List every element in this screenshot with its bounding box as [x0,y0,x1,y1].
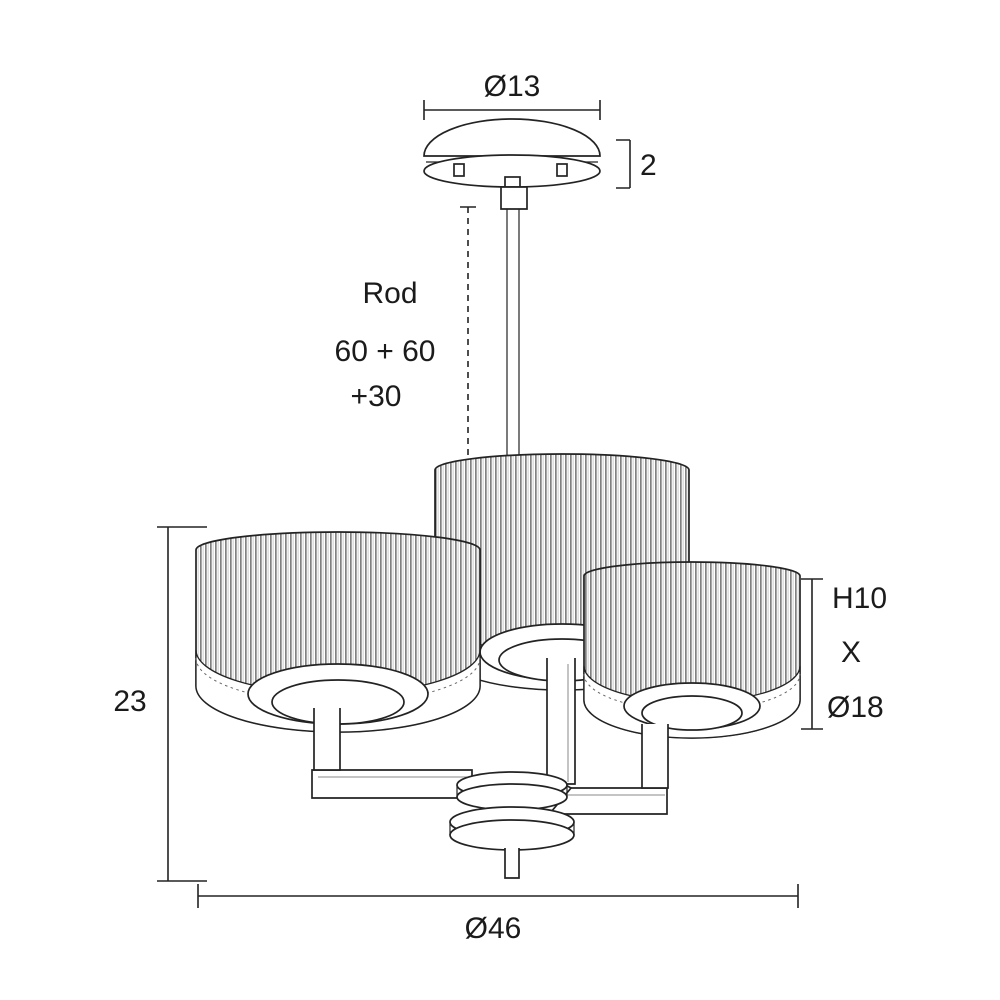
hub-bottom-disc-sides [449,822,575,835]
right-arm-post [641,724,669,789]
rear-post [546,658,576,785]
right-arm [551,724,669,815]
right-shade-diffuser-inner [641,695,743,731]
hub-bottom-disc-lower [449,819,575,851]
rod-length-dimension: Rod 60 + 60 +30 [335,206,476,468]
hanging-rod [500,186,528,472]
ceiling-canopy [423,118,601,188]
diameter-dim-line [197,884,799,908]
hub-top-disc-sides [456,785,568,797]
right-arm-bar [551,787,668,815]
overall-diameter-dimension: Ø46 [197,884,799,945]
canopy-screw-left [453,163,465,177]
rod-label: Rod [362,277,417,310]
dim-line [423,100,601,120]
shade-dim-bracket [801,578,823,730]
central-hub [449,771,575,879]
canopy-diameter-dimension: Ø13 [423,70,601,120]
hub-top-disc-lower [456,783,568,811]
rod-collar [500,186,528,210]
canopy-diameter-label: Ø13 [484,70,541,103]
dim-bracket [616,139,631,189]
left-shade [195,531,481,733]
hub-finial-pin [504,848,520,879]
height-dim-line [157,526,207,882]
rod-length-line2: +30 [351,380,402,413]
shade-times-label: X [841,636,861,669]
fixture-height-label: 23 [113,685,146,718]
canopy-dome [423,118,601,157]
shade-diameter-label: Ø18 [827,691,884,724]
canopy-screw-right [556,163,568,177]
right-shade [583,561,801,739]
rod-shaft [506,209,520,472]
fixture-height-dimension: 23 [113,526,207,882]
left-arm [311,708,473,799]
rod-length-line1: 60 + 60 [335,335,436,368]
canopy-height-dimension: 2 [616,139,657,189]
left-arm-post [313,708,341,771]
overall-diameter-label: Ø46 [465,912,522,945]
canopy-center-fitting [504,176,521,188]
shade-size-dimension: H10 X Ø18 [801,578,887,730]
shade-height-label: H10 [832,582,887,615]
left-arm-bar [311,769,473,799]
canopy-height-label: 2 [640,149,657,182]
center-shade-arm [546,658,576,785]
